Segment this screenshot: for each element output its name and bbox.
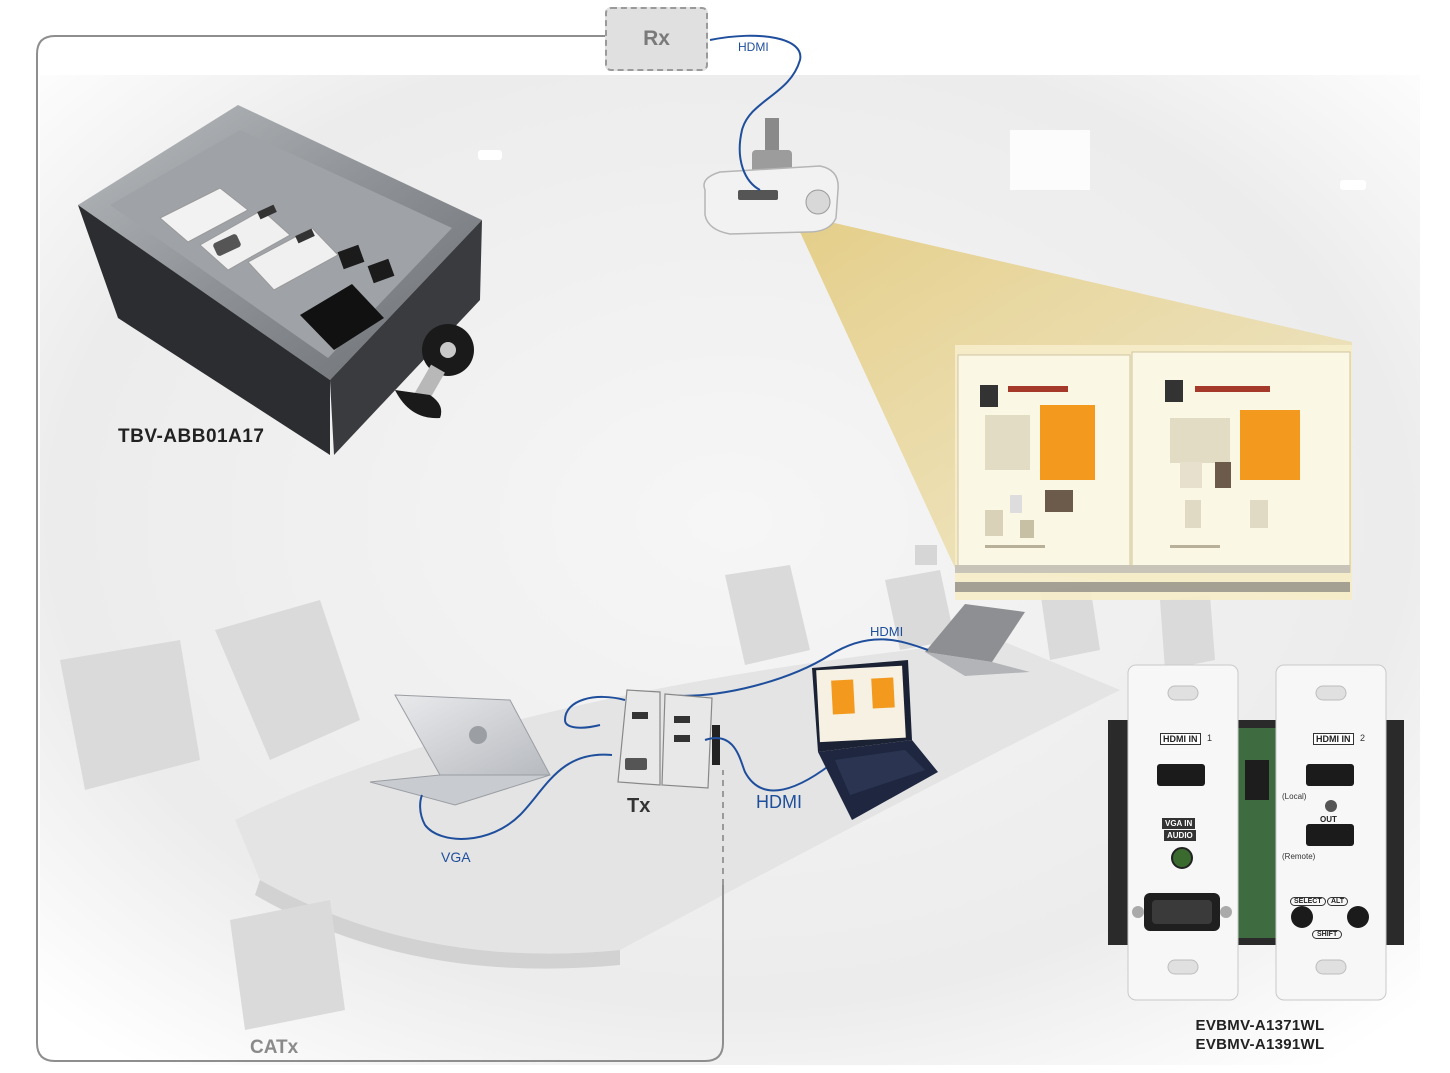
rx-hdmi-label: HDMI [738,40,769,54]
wp-alt: ALT [1327,897,1349,906]
laptop-vga-illustration [369,694,551,806]
wp-num-1: 1 [1207,733,1213,743]
projector [703,118,839,235]
wallplate-model-1: EVBMV-A1371WL [1195,1017,1325,1034]
wp-select: SELECT [1290,897,1326,906]
wallplate-model-labels: EVBMV-A1371WL EVBMV-A1391WL [1180,1016,1340,1054]
wp-num-2: 2 [1360,733,1366,743]
laptop-far-illustration [925,604,1030,676]
wp-hdmi-in-2: HDMI IN [1313,733,1354,745]
catx-link-line [36,35,724,1062]
vga-cable [419,753,613,840]
floor-box-illustration [78,105,482,455]
wallplate-model-2: EVBMV-A1391WL [1195,1036,1325,1053]
floor-box-model-label: TBV-ABB01A17 [118,426,265,447]
rx-hdmi-cable [709,34,802,191]
wp-remote: (Remote) [1282,852,1316,861]
hdmi-near-label: HDMI [756,792,802,812]
wp-vga-in: VGA IN [1162,818,1196,829]
tx-wallplate-illustration [617,689,720,789]
wp-out: OUT [1320,815,1337,824]
rx-box: Rx [605,7,708,71]
catx-label: CATx [250,1037,299,1058]
hdmi-cable-far [664,638,929,697]
wp-hdmi-in-1: HDMI IN [1160,733,1201,745]
vga-label: VGA [441,849,471,865]
wp-local: (Local) [1282,792,1307,801]
wp-shift: SHIFT [1312,930,1343,939]
hdmi-cable-loop [563,696,626,729]
rx-label: Rx [643,27,670,50]
wp-audio: AUDIO [1164,830,1196,841]
evbmv-wallplates-illustration [1108,664,1404,1001]
projection-screen [955,345,1352,600]
tx-label: Tx [627,795,651,817]
hdmi-cable-near [704,737,831,792]
laptop-near-illustration [812,660,938,820]
hdmi-far-label: HDMI [870,624,904,639]
